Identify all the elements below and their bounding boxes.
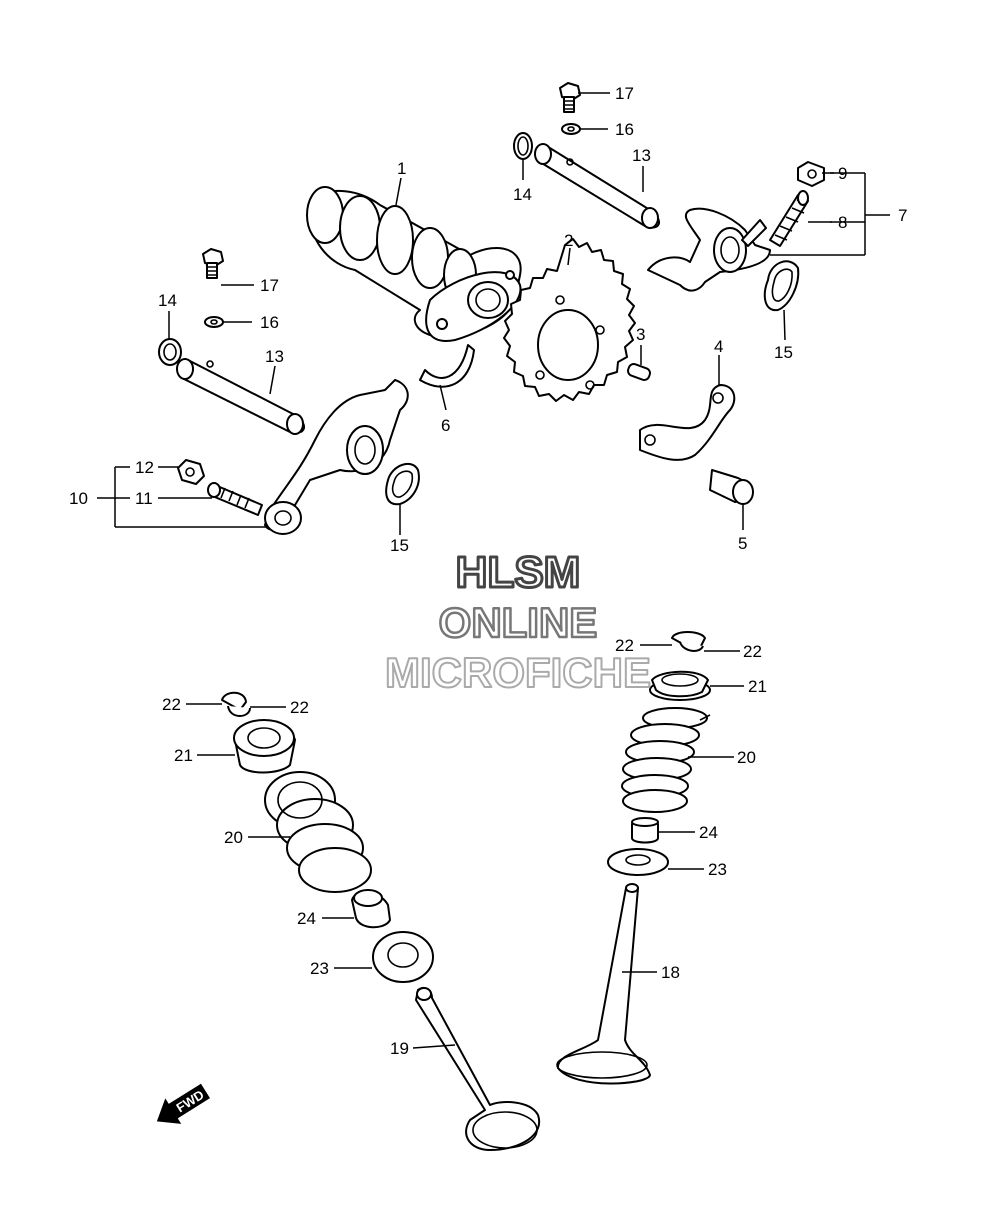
callout-24-left: 24 (297, 909, 316, 928)
rocker-arm-right (647, 207, 771, 292)
valve-intake (415, 987, 541, 1151)
callout-15-left: 15 (390, 536, 409, 555)
callout-16-left: 16 (260, 313, 279, 332)
spring-retainer-right (649, 670, 711, 701)
callout-15-right: 15 (774, 343, 793, 362)
callout-1: 1 (397, 159, 406, 178)
callout-13-left: 13 (265, 347, 284, 366)
bolt-right (559, 82, 581, 113)
callout-23-left: 23 (310, 959, 329, 978)
watermark-line2: ONLINE (439, 599, 598, 646)
callout-24-right: 24 (699, 823, 718, 842)
camshaft-retainer-clip (419, 344, 475, 388)
callout-10: 10 (69, 489, 88, 508)
valve-spring-right (621, 707, 711, 813)
callout-21-right: 21 (748, 677, 767, 696)
watermark-line3: MICROFICHE (385, 649, 651, 696)
callout-labels: 1 2 3 4 5 6 7 8 9 10 11 12 13 13 14 14 1… (69, 84, 907, 1058)
callout-6: 6 (441, 416, 450, 435)
callout-5: 5 (738, 534, 747, 553)
gasket-right (763, 260, 800, 312)
callout-20-left: 20 (224, 828, 243, 847)
spring-retainer-left (233, 719, 296, 774)
rocker-shaft-left (176, 358, 305, 435)
callout-18: 18 (661, 963, 680, 982)
callout-19: 19 (390, 1039, 409, 1058)
washer-left (204, 316, 224, 328)
sprocket-plate (639, 384, 736, 461)
callout-21-left: 21 (174, 746, 193, 765)
callout-16-right: 16 (615, 120, 634, 139)
washer-right (561, 123, 581, 135)
valve-exhaust (556, 883, 651, 1085)
camshaft (306, 186, 522, 342)
callout-22-right-a: 22 (615, 636, 634, 655)
callout-9: 9 (838, 164, 847, 183)
leader-lines (97, 92, 890, 1049)
callout-20-right: 20 (737, 748, 756, 767)
valve-cotter-right (671, 631, 706, 652)
callout-17-right: 17 (615, 84, 634, 103)
callout-13-right: 13 (632, 146, 651, 165)
callout-17-left: 17 (260, 276, 279, 295)
cam-sprocket (503, 238, 636, 402)
callout-7: 7 (898, 206, 907, 225)
o-ring-left (158, 338, 182, 366)
callout-12: 12 (135, 458, 154, 477)
rocker-shaft-right (534, 143, 660, 229)
bolt-left (202, 248, 224, 279)
stem-seal-right (631, 817, 659, 844)
lock-nut-left (177, 459, 205, 485)
fwd-arrow-icon: FWD (156, 1083, 210, 1124)
spring-seat-right (607, 848, 669, 876)
stem-seal-left (351, 889, 391, 929)
callout-22-left-b: 22 (290, 698, 309, 717)
adjusting-screw-left (207, 482, 263, 516)
sprocket-bolt (709, 469, 754, 505)
callout-22-left-a: 22 (162, 695, 181, 714)
callout-2: 2 (564, 231, 573, 250)
callout-14-right: 14 (513, 185, 532, 204)
callout-11: 11 (135, 489, 153, 508)
spring-seat-left (372, 931, 434, 983)
dowel-pin (627, 363, 651, 381)
callout-14-left: 14 (158, 291, 177, 310)
rocker-arm-left (264, 379, 409, 535)
callout-22-right-b: 22 (743, 642, 762, 661)
adjusting-screw-right (769, 190, 809, 247)
watermark-line1: HLSM (456, 548, 581, 597)
gasket-left (385, 462, 420, 506)
callout-8: 8 (838, 213, 847, 232)
lock-nut-right (797, 161, 825, 187)
valve-spring-left (264, 771, 372, 893)
watermark: HLSM ONLINE MICROFICHE (384, 547, 652, 698)
callout-23-right: 23 (708, 860, 727, 879)
callout-4: 4 (714, 337, 723, 356)
valve-cotter-left (221, 691, 251, 717)
callout-3: 3 (636, 325, 645, 344)
